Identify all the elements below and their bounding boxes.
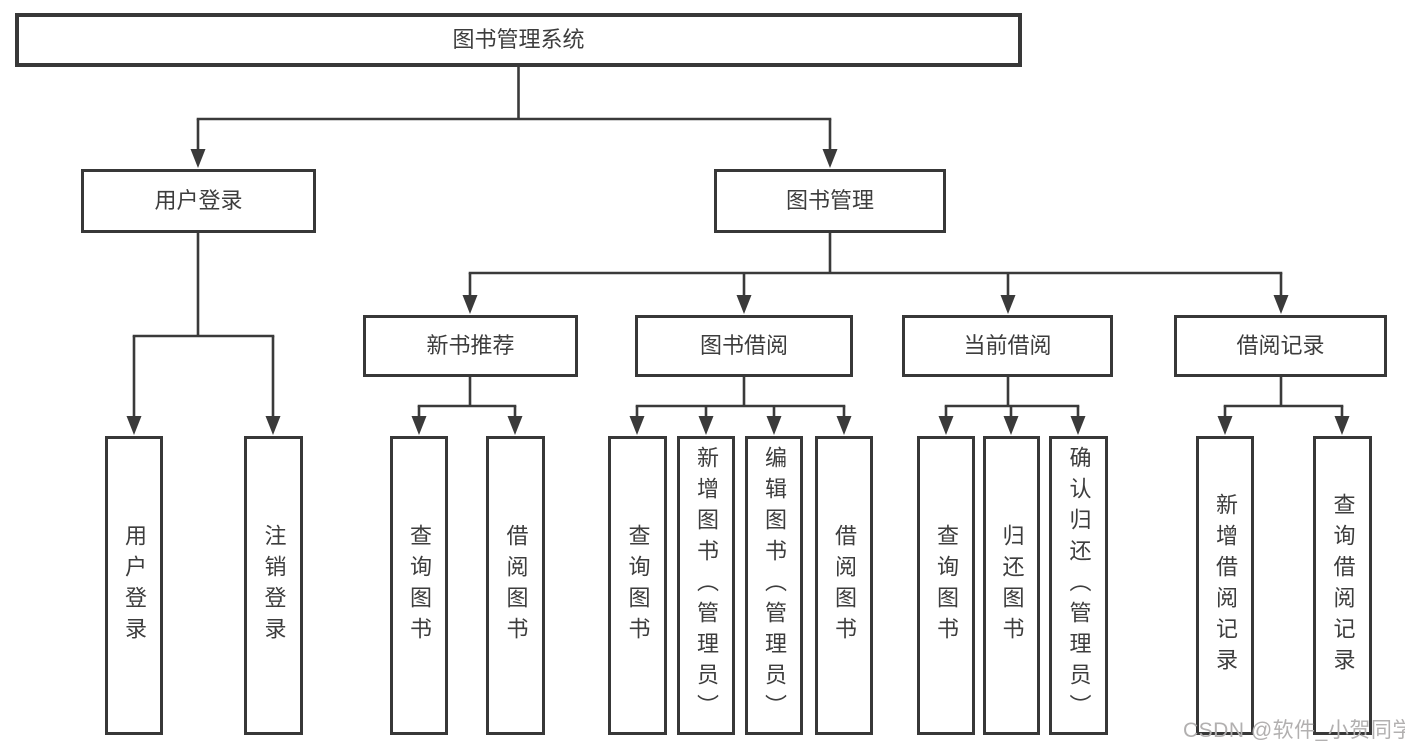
- leaf-label: 查询图书: [934, 523, 959, 648]
- node-current-borrowing: 当前借阅: [902, 315, 1113, 377]
- node-label: 借阅记录: [1236, 333, 1325, 358]
- node-label: 图书管理: [785, 188, 874, 213]
- leaf-user-login: 用户登录: [105, 436, 163, 735]
- node-library-management-system: 图书管理系统: [15, 13, 1022, 67]
- leaf-query-books-current: 查询图书: [917, 436, 975, 735]
- leaf-label: 确认归还（管理员）: [1066, 446, 1092, 725]
- node-new-book-recommendation: 新书推荐: [363, 315, 578, 377]
- leaf-label: 新增借阅记录: [1213, 492, 1238, 679]
- node-book-borrowing: 图书借阅: [635, 315, 853, 377]
- leaf-label: 查询图书: [625, 523, 651, 648]
- leaf-label: 归还图书: [999, 523, 1025, 648]
- node-label: 新书推荐: [426, 333, 515, 358]
- leaf-add-books-admin: 新增图书（管理员）: [677, 436, 735, 735]
- leaf-query-books-borrowing: 查询图书: [608, 436, 667, 735]
- node-label: 图书借阅: [699, 333, 788, 358]
- leaf-borrow-books-borrowing: 借阅图书: [815, 436, 873, 735]
- leaf-add-borrowing-record: 新增借阅记录: [1196, 436, 1254, 735]
- leaf-query-books-recommend: 查询图书: [390, 436, 448, 735]
- leaf-label: 注销登录: [261, 523, 287, 648]
- leaf-return-books: 归还图书: [983, 436, 1040, 735]
- leaf-label: 查询图书: [407, 523, 432, 648]
- leaf-query-borrowing-record: 查询借阅记录: [1313, 436, 1372, 735]
- leaf-label: 编辑图书（管理员）: [762, 446, 787, 725]
- leaf-confirm-return-admin: 确认归还（管理员）: [1049, 436, 1108, 735]
- leaf-label: 新增图书（管理员）: [694, 446, 719, 725]
- leaf-borrow-books-recommend: 借阅图书: [486, 436, 545, 735]
- leaf-label: 查询借阅记录: [1330, 492, 1356, 679]
- node-label: 当前借阅: [963, 333, 1052, 358]
- leaf-label: 用户登录: [122, 523, 147, 648]
- node-label: 用户登录: [154, 188, 243, 213]
- leaf-edit-books-admin: 编辑图书（管理员）: [745, 436, 803, 735]
- node-book-management: 图书管理: [714, 169, 946, 233]
- leaf-label: 借阅图书: [503, 523, 529, 648]
- node-label: 图书管理系统: [452, 27, 585, 52]
- leaf-label: 借阅图书: [832, 523, 857, 648]
- node-borrowing-records: 借阅记录: [1174, 315, 1387, 377]
- leaf-logout-login: 注销登录: [244, 436, 303, 735]
- node-user-login: 用户登录: [81, 169, 316, 233]
- csdn-watermark: CSDN @软件_小贺同学: [1183, 719, 1405, 742]
